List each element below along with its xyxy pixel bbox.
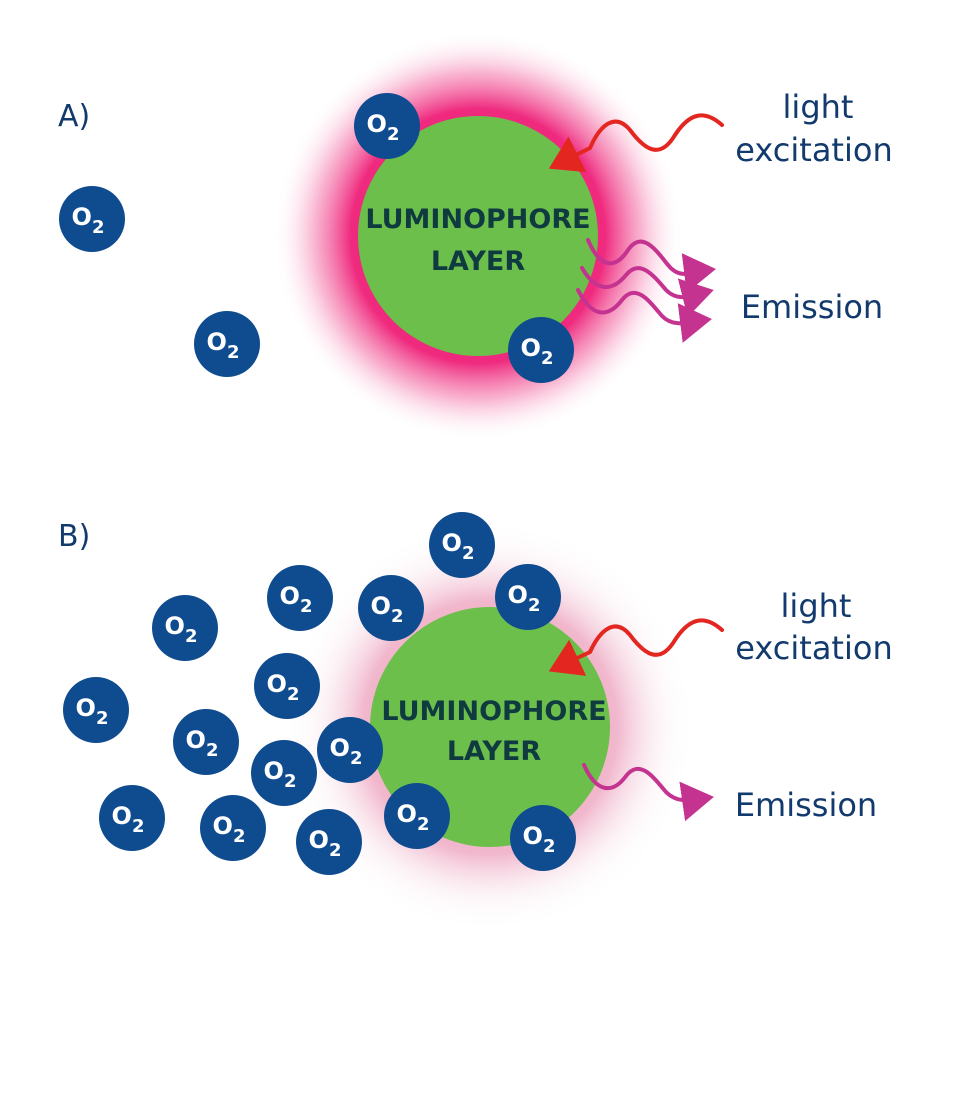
panel-a-layer-label-line1: LUMINOPHORE [365,204,590,235]
oxygen-molecule-disc [267,565,333,631]
oxygen-molecule-disc [63,677,129,743]
oxygen-molecule: O2 [384,783,450,849]
oxygen-molecule-disc [254,653,320,719]
panel-a-layer-label-line2: LAYER [431,246,526,277]
panel-b-oxygen-molecules: O2 O2 O2 O2 O2 O2 O2 O2 O2 O2 O2 O2 O2 O… [63,512,576,875]
emission-arrow [586,238,716,293]
oxygen-molecule-label: O2 [264,757,297,792]
oxygen-molecule: O2 [152,595,218,661]
panel-a-label: A) [58,99,90,134]
panel-a-excitation-label-line1: light [783,88,854,126]
panel-b-excitation-label-line1: light [781,587,852,625]
oxygen-molecule-label: O2 [186,726,219,761]
panel-a-emission-arrows [576,238,716,343]
oxygen-molecule-disc [358,575,424,641]
panel-b: B) LUMINOPHORE LAYER light excitation Em… [58,512,893,932]
oxygen-molecule: O2 [173,709,239,775]
oxygen-molecule-disc [99,785,165,851]
oxygen-molecule: O2 [59,186,125,252]
panel-a-oxygen-molecules: O2 O2 O2 O2 [59,93,574,383]
oxygen-molecule-disc [173,709,239,775]
emission-arrow [582,763,714,822]
oxygen-molecule-label: O2 [330,734,363,769]
oxygen-molecule: O2 [99,785,165,851]
panel-b-layer-label-line2: LAYER [447,736,542,767]
oxygen-molecule: O2 [429,512,495,578]
oxygen-molecule-label: O2 [76,694,109,729]
panel-a-luminophore-layer [358,116,598,356]
panel-b-emission-label: Emission [735,786,877,824]
emission-arrow [576,288,712,343]
oxygen-molecule: O2 [354,93,420,159]
oxygen-molecule-disc [194,311,260,377]
oxygen-molecule-label: O2 [367,110,400,145]
oxygen-molecule-label: O2 [213,812,246,847]
oxygen-molecule: O2 [317,717,383,783]
panel-a-excitation-label-line2: excitation [735,131,892,169]
oxygen-molecule-label: O2 [508,581,541,616]
oxygen-molecule-label: O2 [309,826,342,861]
oxygen-molecule: O2 [194,311,260,377]
oxygen-molecule-label: O2 [267,670,300,705]
oxygen-molecule-disc [495,564,561,630]
oxygen-molecule: O2 [510,805,576,871]
emission-arrow [580,266,714,318]
panel-b-layer-label-line1: LUMINOPHORE [381,696,606,727]
oxygen-molecule-label: O2 [72,203,105,238]
oxygen-molecule-label: O2 [523,822,556,857]
oxygen-molecule: O2 [63,677,129,743]
panel-a: A) LUMINOPHORE LAYER light excitation Em… [58,31,893,441]
oxygen-molecule-label: O2 [521,334,554,369]
oxygen-molecule-disc [200,795,266,861]
oxygen-molecule-disc [59,186,125,252]
oxygen-molecule: O2 [200,795,266,861]
oxygen-molecule-label: O2 [397,800,430,835]
oxygen-molecule-disc [152,595,218,661]
oxygen-molecule-label: O2 [207,328,240,363]
oxygen-molecule-disc [354,93,420,159]
oxygen-molecule: O2 [267,565,333,631]
oxygen-molecule: O2 [254,653,320,719]
panel-a-emission-label: Emission [741,288,883,326]
panel-b-excitation-label-line2: excitation [735,629,892,667]
panel-b-light-excitation-arrow [548,618,724,676]
oxygen-molecule: O2 [358,575,424,641]
oxygen-molecule-label: O2 [165,612,198,647]
oxygen-molecule-disc [508,317,574,383]
panel-b-emission-arrows [582,763,714,822]
oxygen-molecule-disc [384,783,450,849]
oxygen-molecule-label: O2 [371,592,404,627]
oxygen-molecule-disc [317,717,383,783]
panel-a-light-excitation-arrow [548,113,724,173]
oxygen-molecule: O2 [296,809,362,875]
oxygen-molecule-label: O2 [442,529,475,564]
oxygen-molecule-disc [510,805,576,871]
oxygen-molecule-disc [251,740,317,806]
oxygen-molecule-label: O2 [112,802,145,837]
oxygen-molecule-disc [296,809,362,875]
oxygen-molecule: O2 [508,317,574,383]
oxygen-molecule: O2 [495,564,561,630]
panel-b-label: B) [58,519,90,554]
oxygen-molecule-label: O2 [280,582,313,617]
oxygen-molecule: O2 [251,740,317,806]
oxygen-molecule-disc [429,512,495,578]
